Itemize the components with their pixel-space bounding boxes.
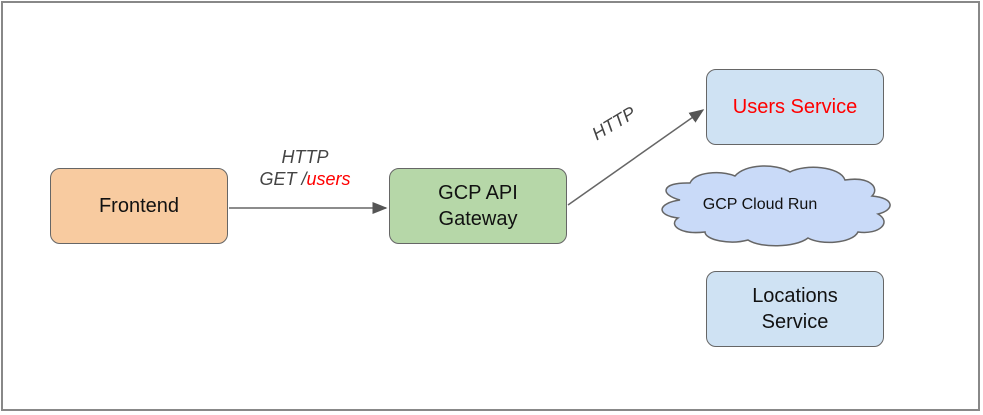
users-service-label: Users Service bbox=[732, 96, 858, 118]
cloud-shape bbox=[661, 165, 891, 247]
locations-label-line1: Locations bbox=[752, 285, 838, 307]
edge-label-http: HTTP bbox=[281, 147, 329, 167]
api-gateway-node: GCP API Gateway bbox=[389, 168, 567, 244]
cloud-run-label: GCP Cloud Run bbox=[702, 196, 818, 213]
frontend-node: Frontend bbox=[50, 168, 228, 244]
edge-label-method: GET / bbox=[259, 169, 307, 189]
gateway-label-line2: Gateway bbox=[438, 208, 518, 230]
arrow-gateway-to-users bbox=[567, 109, 705, 206]
locations-service-node: Locations Service bbox=[706, 271, 884, 347]
frontend-label: Frontend bbox=[98, 195, 180, 217]
gateway-label-line1: GCP API bbox=[438, 182, 518, 204]
edge-label-path: users bbox=[306, 169, 351, 189]
locations-label-line2: Service bbox=[761, 311, 829, 333]
edge-label-http-get: HTTP GET /users bbox=[240, 146, 370, 190]
users-service-node: Users Service bbox=[706, 69, 884, 145]
